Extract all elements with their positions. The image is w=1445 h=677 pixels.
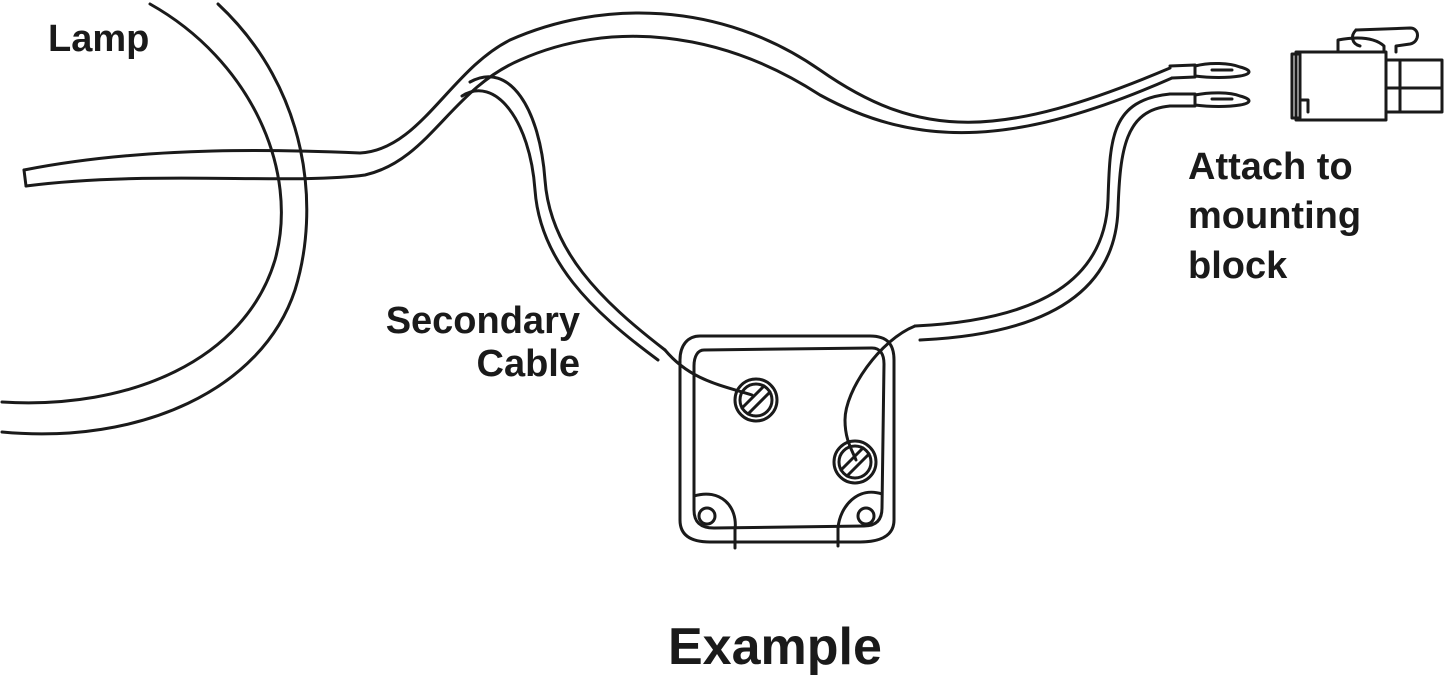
junction-box xyxy=(678,334,896,550)
connector-plug-icon xyxy=(1290,26,1444,122)
lamp-cable xyxy=(22,11,1174,188)
attach-label-line-1: Attach to xyxy=(1188,146,1353,188)
lamp-label: Lamp xyxy=(48,18,150,60)
secondary-cable-label: Secondary Cable xyxy=(344,300,580,385)
box-corner-right xyxy=(836,490,884,530)
secondary-cable-label-line-2: Cable xyxy=(476,342,580,385)
wire-terminal-bottom xyxy=(1168,91,1251,108)
lamp-arc-inner xyxy=(0,2,283,405)
mounting-hole-icon xyxy=(697,506,717,526)
mounting-hole-icon xyxy=(856,506,876,526)
box-corner-left xyxy=(692,492,737,532)
wire-terminal-top xyxy=(1168,62,1251,80)
example-caption: Example xyxy=(668,618,882,676)
lamp-arc-outer xyxy=(0,2,309,436)
screw-icon xyxy=(733,377,779,423)
attach-label-line-3: block xyxy=(1188,244,1288,287)
screw-icon xyxy=(832,439,878,485)
lamp-outline xyxy=(0,2,309,436)
lamp-cable-end xyxy=(22,168,28,188)
attach-label-line-2: mounting xyxy=(1188,195,1362,238)
box-bottom-edge xyxy=(733,524,840,550)
lamp-cable-top xyxy=(22,11,1172,172)
attach-label: Attach to mounting block xyxy=(1188,143,1361,291)
secondary-cable-label-line-1: Secondary xyxy=(385,300,580,342)
lamp-cable-bottom xyxy=(24,34,1174,188)
